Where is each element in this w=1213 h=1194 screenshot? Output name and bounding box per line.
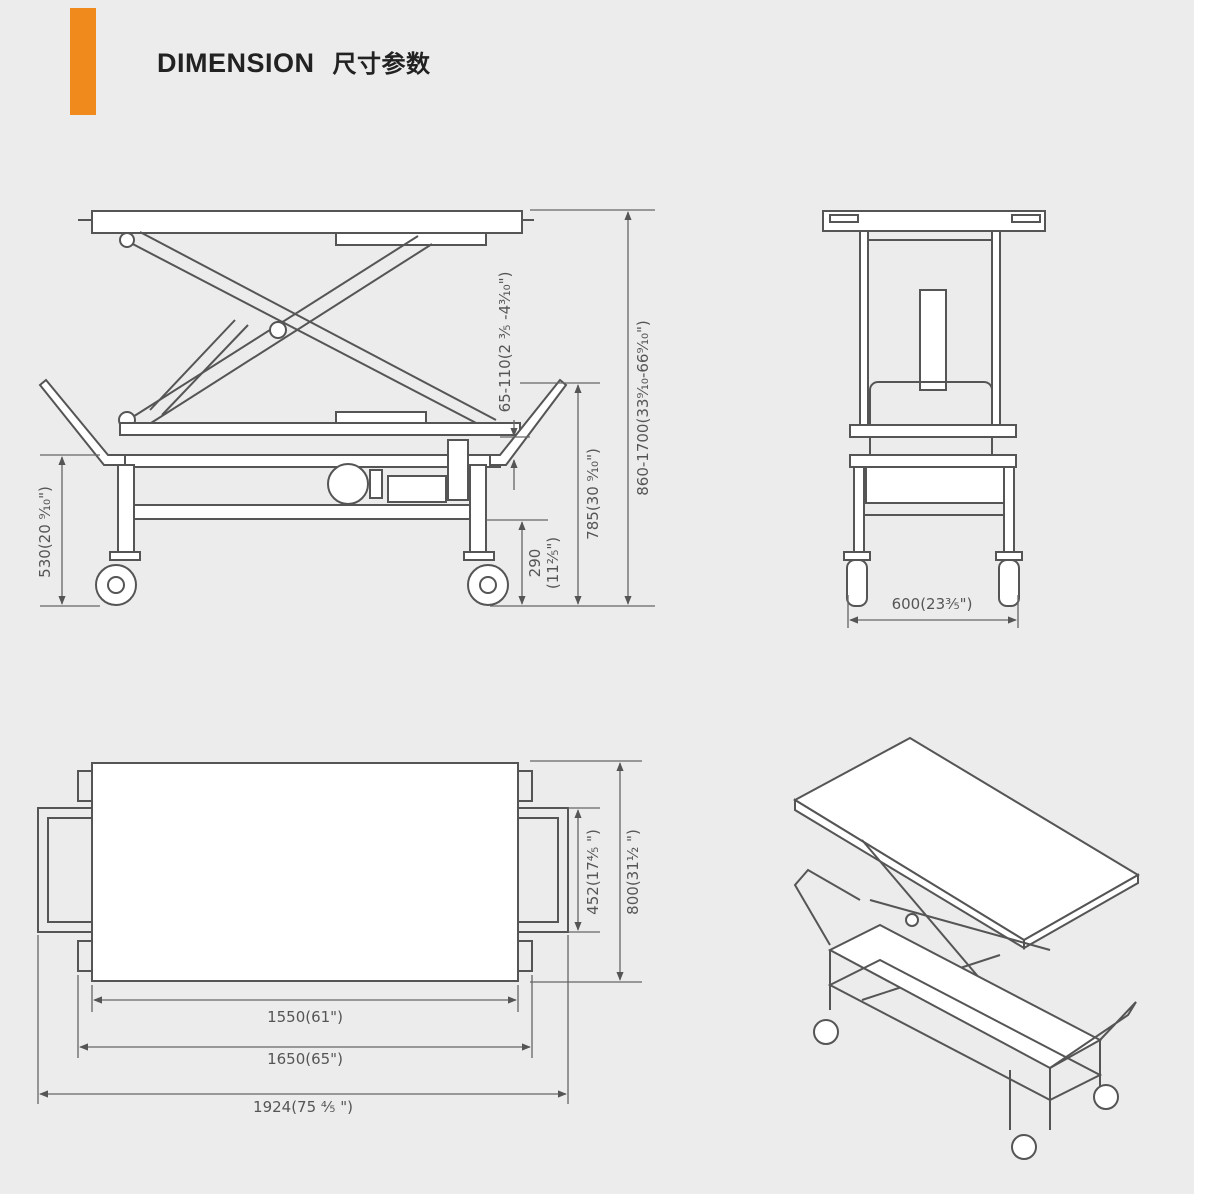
top-view: 1550(61") 1650(65") 1924(75 ⁴⁄₅ ") 452(1… [37, 760, 642, 1116]
dim-1924: 1924(75 ⁴⁄₅ ") [253, 1098, 353, 1116]
dim-height-range: 860-1700(33⁹⁄₁₀-66⁹⁄₁₀") [634, 320, 652, 496]
front-view-table [822, 210, 1046, 607]
page-title: DIMENSION 尺寸参数 [157, 44, 431, 79]
page-margin [1194, 0, 1213, 1194]
isometric-view [792, 736, 1140, 1160]
title-en: DIMENSION [157, 48, 315, 78]
dim-800: 800(31¹⁄₂ ") [624, 829, 642, 915]
dim-452: 452(17⁴⁄₅ ") [584, 829, 602, 915]
dim-290: 290 [526, 549, 544, 578]
title-cn: 尺寸参数 [332, 51, 431, 78]
side-view: 860-1700(33⁹⁄₁₀-66⁹⁄₁₀") 785(30 ⁹⁄₁₀") 6… [36, 209, 655, 607]
dim-600: 600(23³⁄₅") [892, 595, 973, 613]
dim-1550: 1550(61") [267, 1008, 343, 1026]
dim-65-110: 65-110(2 ³⁄₅ -4³⁄₁₀") [496, 272, 514, 413]
dim-1650: 1650(65") [267, 1050, 343, 1068]
top-view-dimension-lines [37, 760, 642, 1104]
dim-530: 530(20 ⁹⁄₁₀") [36, 486, 54, 578]
front-view: 600(23³⁄₅") [822, 210, 1046, 628]
accent-bar [70, 8, 96, 115]
dim-290-inches: (11²⁄₅") [544, 537, 562, 589]
side-view-table [38, 210, 568, 606]
side-view-dimension-lines [40, 209, 655, 607]
front-view-dimension-lines [847, 595, 1019, 628]
dim-785: 785(30 ⁹⁄₁₀") [584, 448, 602, 540]
top-view-table [37, 762, 569, 982]
